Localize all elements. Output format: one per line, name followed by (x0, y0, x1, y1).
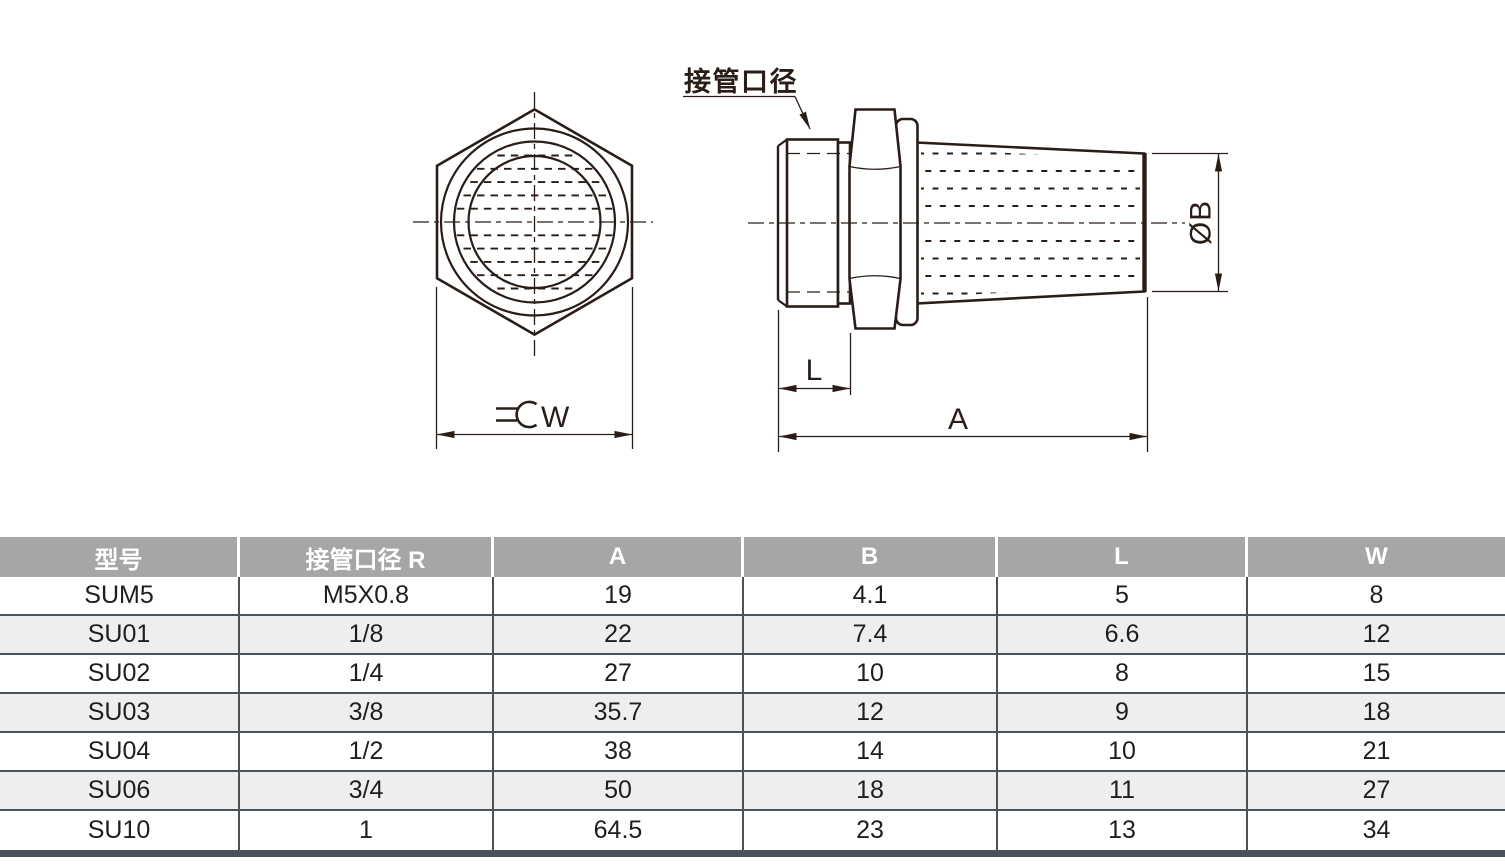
cell-a: 22 (494, 616, 744, 655)
cell-w: 34 (1248, 811, 1505, 850)
sinter-texture-cone (921, 152, 1140, 295)
wrench-icon (496, 400, 538, 429)
cell-port: 1/8 (240, 616, 494, 655)
dim-a-label: A (948, 403, 968, 436)
cell-a: 38 (494, 733, 744, 772)
cell-l: 6.6 (998, 616, 1248, 655)
header-b: B (744, 537, 998, 577)
table-row-su03: SU03 3/8 35.7 12 9 18 (0, 694, 1505, 733)
cell-port: 3/8 (240, 694, 494, 733)
cell-a: 35.7 (494, 694, 744, 733)
cell-port: 1 (240, 811, 494, 850)
cell-model: SU03 (0, 694, 240, 733)
hex-nut (848, 108, 902, 330)
dimension-b: ØB (1152, 152, 1228, 293)
cell-model: SU06 (0, 772, 240, 811)
header-l: L (998, 537, 1248, 577)
cell-a: 64.5 (494, 811, 744, 850)
dim-l-label: L (806, 354, 823, 387)
cell-b: 7.4 (744, 616, 998, 655)
cell-w: 27 (1248, 772, 1505, 811)
cell-w: 18 (1248, 694, 1505, 733)
spec-table: 型号 接管口径 R A B L W SUM5 M5X0.8 19 4.1 5 8… (0, 537, 1505, 850)
cell-b: 14 (744, 733, 998, 772)
cell-b: 18 (744, 772, 998, 811)
spec-table-container: 型号 接管口径 R A B L W SUM5 M5X0.8 19 4.1 5 8… (0, 537, 1505, 857)
table-row-su02: SU02 1/4 27 10 8 15 (0, 655, 1505, 694)
cell-l: 9 (998, 694, 1248, 733)
cell-port: 3/4 (240, 772, 494, 811)
cell-b: 10 (744, 655, 998, 694)
cell-l: 10 (998, 733, 1248, 772)
cell-w: 8 (1248, 577, 1505, 616)
cell-model: SUM5 (0, 577, 240, 616)
cell-model: SU10 (0, 811, 240, 850)
cell-b: 23 (744, 811, 998, 850)
cell-b: 4.1 (744, 577, 998, 616)
header-port-size: 接管口径 R (240, 537, 494, 577)
cell-l: 8 (998, 655, 1248, 694)
port-label: 接管口径 (684, 67, 798, 97)
table-row-su10: SU10 1 64.5 23 13 34 (0, 811, 1505, 850)
table-row-su06: SU06 3/4 50 18 11 27 (0, 772, 1505, 811)
dimension-w: W (435, 287, 634, 449)
header-w: W (1248, 537, 1505, 577)
dimension-l: L (777, 310, 852, 452)
cell-model: SU04 (0, 733, 240, 772)
cell-w: 15 (1248, 655, 1505, 694)
cell-w: 12 (1248, 616, 1505, 655)
port-callout: 接管口径 (683, 67, 811, 130)
header-model: 型号 (0, 537, 240, 577)
dimension-a: A (778, 297, 1149, 452)
cell-a: 50 (494, 772, 744, 811)
cell-b: 12 (744, 694, 998, 733)
cell-port: 1/4 (240, 655, 494, 694)
cell-a: 27 (494, 655, 744, 694)
table-row-su04: SU04 1/2 38 14 10 21 (0, 733, 1505, 772)
cell-l: 13 (998, 811, 1248, 850)
cell-port: M5X0.8 (240, 577, 494, 616)
side-view: 接管口径 ØB L A (683, 67, 1228, 452)
table-row-su01: SU01 1/8 22 7.4 6.6 12 (0, 616, 1505, 655)
cell-a: 19 (494, 577, 744, 616)
dim-b-label: ØB (1185, 200, 1218, 245)
dim-w-label: W (541, 401, 570, 434)
cell-w: 21 (1248, 733, 1505, 772)
cell-model: SU01 (0, 616, 240, 655)
header-row: 型号 接管口径 R A B L W (0, 537, 1505, 577)
cell-l: 11 (998, 772, 1248, 811)
table-row-sum5: SUM5 M5X0.8 19 4.1 5 8 (0, 577, 1505, 616)
cell-port: 1/2 (240, 733, 494, 772)
cell-model: SU02 (0, 655, 240, 694)
technical-drawing: W (413, 67, 1228, 452)
header-a: A (494, 537, 744, 577)
cell-l: 5 (998, 577, 1248, 616)
front-view: W (413, 92, 653, 449)
